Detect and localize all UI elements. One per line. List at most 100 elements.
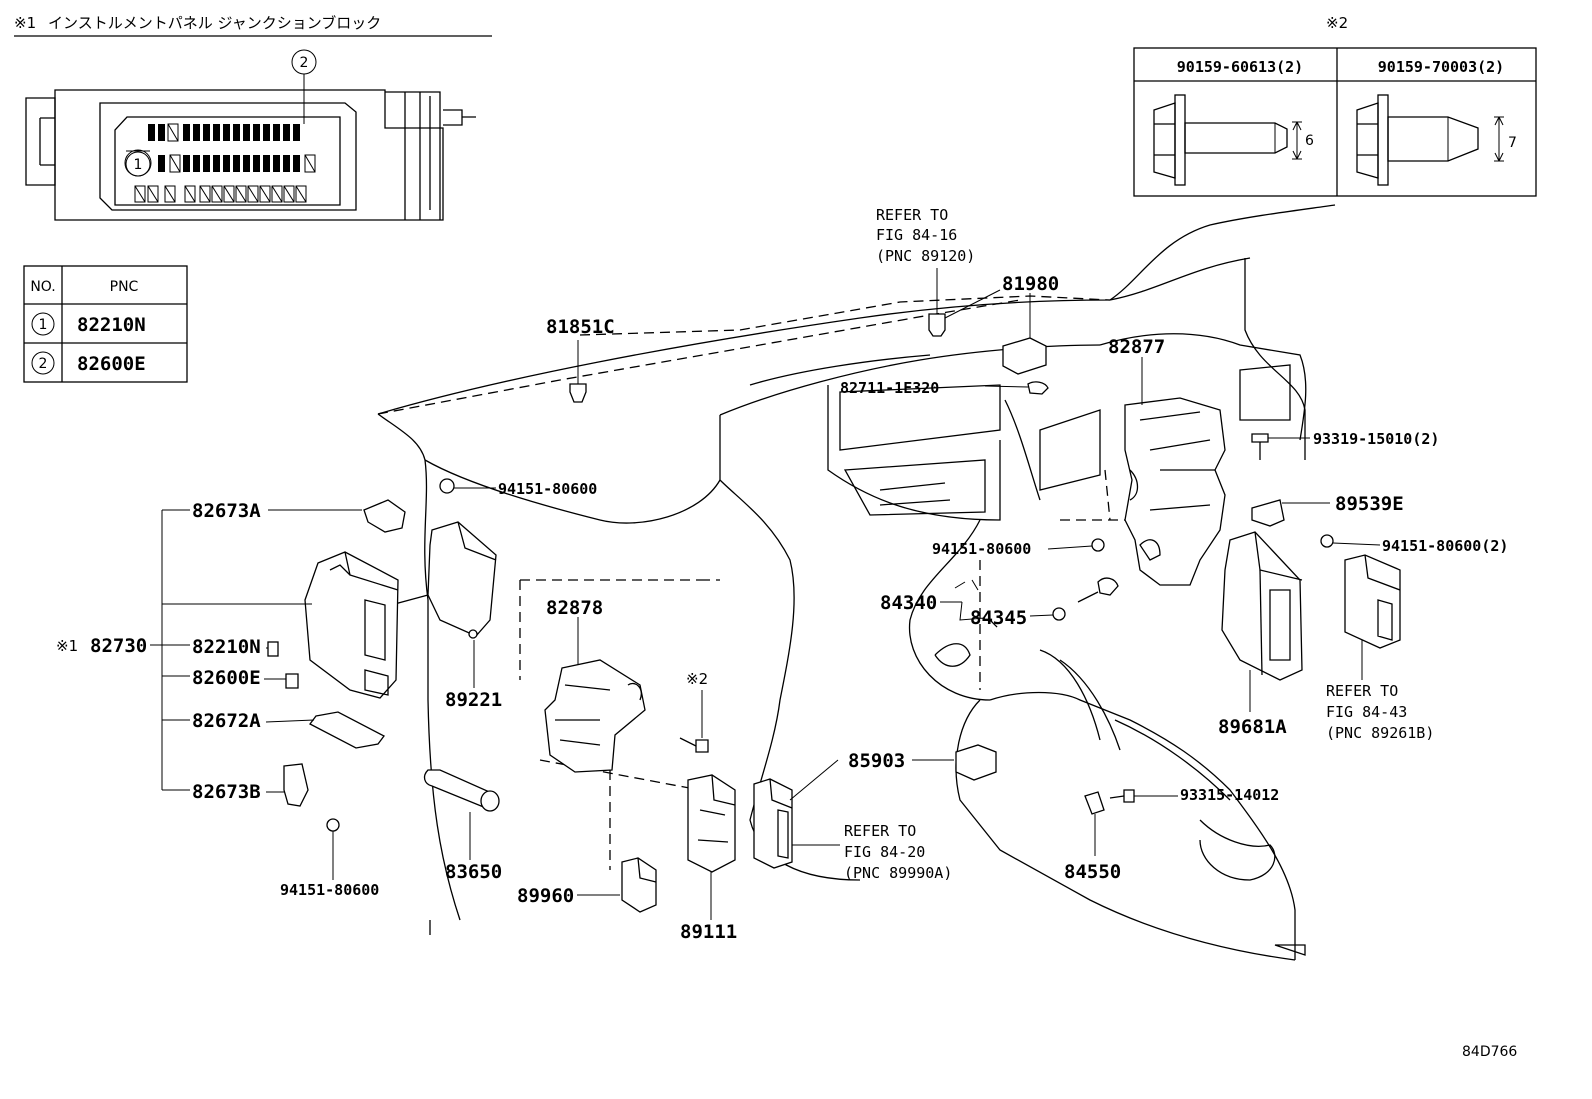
- label-83650: 83650: [445, 861, 502, 883]
- label-89111: 89111: [680, 921, 737, 943]
- label-94151-80600-top: 94151-80600: [498, 480, 597, 498]
- label-82600e: 82600E: [192, 667, 261, 689]
- nut-94151-top-drawing: [439, 478, 455, 494]
- leader-94151-right: [1332, 542, 1381, 546]
- label-85903: 85903: [848, 750, 905, 772]
- leader-84345: [1029, 614, 1054, 617]
- clip-82711-drawing: [1027, 381, 1049, 395]
- note-title-junction-block: インストルメントパネル ジャンクションブロック: [48, 14, 381, 32]
- callout-circle-1: [125, 151, 151, 177]
- ecu-89681a-drawing: [1221, 531, 1303, 712]
- clip-81851c-drawing: [569, 340, 587, 403]
- label-84550: 84550: [1064, 861, 1121, 883]
- bolt-2-dimension: 7: [1508, 135, 1517, 151]
- nut-94151-bottom-drawing: [326, 818, 340, 832]
- module-89960-drawing: [621, 857, 657, 913]
- label-89960: 89960: [517, 885, 574, 907]
- module-89990a-drawing: [753, 778, 840, 869]
- label-82673b: 82673B: [192, 781, 261, 803]
- leader-82711: [984, 385, 1029, 388]
- refer-3-line-1: REFER TO: [844, 822, 916, 840]
- screw-93315-drawing: [1109, 789, 1178, 803]
- connector-84550-drawing: [1084, 791, 1105, 856]
- label-81980: 81980: [1002, 273, 1059, 295]
- bolt-table: [1133, 47, 1537, 197]
- label-82673a: 82673A: [192, 500, 261, 522]
- pnc-table-row-1-pnc: 82210N: [77, 314, 146, 336]
- callout-circle-2: [291, 49, 317, 75]
- callout-1-number: 1: [134, 157, 143, 173]
- leader-94151-mid: [1047, 545, 1093, 550]
- pnc-table-row-2-no: 2: [39, 356, 48, 372]
- refer-2-line-2: FIG 84-43: [1326, 703, 1407, 721]
- label-94151-80600-mid: 94151-80600: [932, 540, 1031, 558]
- refer-2-line-3: (PNC 89261B): [1326, 724, 1434, 742]
- ecu-89221-drawing: [427, 521, 497, 688]
- label-89539e: 89539E: [1335, 493, 1404, 515]
- refer-2-line-1: REFER TO: [1326, 682, 1398, 700]
- pnc-table-row-2-pnc: 82600E: [77, 353, 146, 375]
- pnc-table-header-no: NO.: [30, 279, 55, 295]
- cap-84345-drawing: [1052, 607, 1066, 621]
- label-93315-14012: 93315-14012: [1180, 786, 1279, 804]
- label-94151-80600-right: 94151-80600(2): [1382, 537, 1508, 555]
- connector-89120-drawing: [928, 268, 1001, 337]
- module-89111-drawing: [687, 774, 736, 920]
- switch-84340-drawing: [940, 577, 1119, 603]
- label-82878: 82878: [546, 597, 603, 619]
- nut-94151-mid-drawing: [1091, 538, 1105, 552]
- note-mark-2: ※2: [1326, 14, 1348, 32]
- label-81851c: 81851C: [546, 316, 615, 338]
- screw-mark2-drawing: [679, 690, 709, 753]
- module-85903-drawing: [955, 744, 997, 781]
- buzzer-83650-drawing: [423, 769, 500, 860]
- leader-lines: [150, 509, 362, 793]
- diagram-code: 84D766: [1462, 1044, 1517, 1060]
- clip-82673a-drawing: [363, 499, 406, 533]
- refer-1-line-2: FIG 84-16: [876, 226, 957, 244]
- label-82730: 82730: [90, 635, 147, 657]
- junction-block-inset-drawing: [25, 74, 476, 221]
- junction-block-82730-drawing: [304, 551, 399, 699]
- label-89681a: 89681A: [1218, 716, 1287, 738]
- cover-82672a-drawing: [309, 711, 385, 749]
- label-89221: 89221: [445, 689, 502, 711]
- label-93319-15010: 93319-15010(2): [1313, 430, 1439, 448]
- bolt-table-part-1: 90159-60613(2): [1177, 58, 1303, 76]
- label-82730-mark: ※1: [56, 637, 78, 655]
- nut-94151-right-drawing: [1320, 534, 1334, 548]
- pnc-table-header-pnc: PNC: [110, 279, 139, 295]
- label-mark2-screw: ※2: [686, 670, 708, 688]
- label-84345: 84345: [970, 607, 1027, 629]
- module-89261b-drawing: [1344, 554, 1401, 680]
- label-82877: 82877: [1108, 336, 1165, 358]
- relay-82600e-drawing: [285, 673, 299, 689]
- bolt-table-part-2: 90159-70003(2): [1378, 58, 1504, 76]
- label-82711-1e320: 82711-1E320: [840, 379, 939, 397]
- refer-3-line-3: (PNC 89990A): [844, 864, 952, 882]
- bracket-82877-drawing: [1124, 357, 1226, 586]
- label-82672a: 82672A: [192, 710, 261, 732]
- sensor-81980-drawing: [1002, 293, 1047, 375]
- label-82210n: 82210N: [192, 636, 261, 658]
- leader-85903-module: [789, 759, 839, 801]
- bracket-82673b-drawing: [283, 763, 309, 807]
- label-94151-80600-bottom: 94151-80600: [280, 881, 379, 899]
- bracket-82878-drawing: [544, 617, 646, 773]
- note-mark-1: ※1: [14, 14, 36, 32]
- callout-2-number: 2: [300, 55, 309, 71]
- refer-3-line-2: FIG 84-20: [844, 843, 925, 861]
- refer-1-line-3: (PNC 89120): [876, 247, 975, 265]
- bolt-1-dimension: 6: [1305, 133, 1314, 149]
- relay-82210n-drawing: [267, 641, 279, 657]
- refer-1-line-1: REFER TO: [876, 206, 948, 224]
- screw-93319-drawing: [1251, 433, 1310, 460]
- pnc-table-row-1-no: 1: [39, 317, 48, 333]
- bracket-89539e-drawing: [1251, 499, 1330, 527]
- pnc-table: [23, 265, 188, 383]
- instrument-panel-outline: [377, 204, 1336, 961]
- label-84340: 84340: [880, 592, 937, 614]
- wire-84340-drawing: [954, 579, 986, 621]
